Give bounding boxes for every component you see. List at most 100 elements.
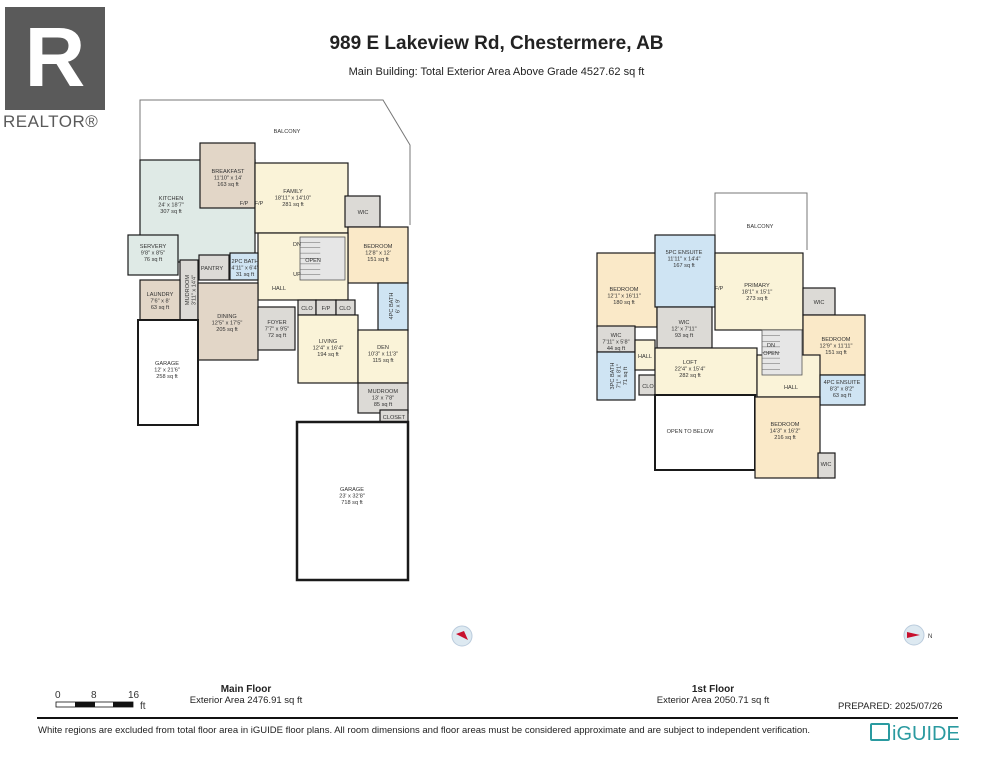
room-area	[344, 195, 381, 228]
upper-floor-label: 1st Floor	[691, 684, 735, 695]
room-area	[596, 351, 636, 401]
room-area	[297, 314, 359, 384]
room-name: WIC	[679, 320, 690, 326]
plan-mark-open: OPEN	[763, 351, 779, 357]
room-area	[596, 252, 658, 328]
room-dims: 11'11" x 14'4"	[668, 257, 701, 263]
compass-upper-icon: N	[903, 624, 932, 646]
room-wic: WIC	[344, 195, 381, 228]
room-name: BREAKFAST	[212, 169, 246, 175]
room-name: 5PC ENSUITE	[666, 250, 703, 256]
room-label: BALCONY	[274, 129, 301, 135]
room-wic: WIC	[817, 452, 836, 479]
room-area	[819, 374, 866, 406]
room-area: 273 sq ft	[746, 296, 768, 302]
room-dims: 12'8" x 12'	[365, 251, 391, 257]
room-hall: HALL	[634, 339, 656, 371]
room-dims: 7'1" x 8'1"	[617, 364, 623, 388]
room-name: MUDROOM	[368, 389, 398, 395]
room-name: HALL	[784, 385, 798, 391]
compass-north-label: N	[928, 634, 932, 640]
room-name: PANTRY	[201, 266, 223, 272]
room-area	[654, 234, 716, 308]
room-name: CLO	[642, 384, 654, 390]
room-name: FAMILY	[283, 189, 303, 195]
room-label: 4PC BATH6' x 9'	[389, 293, 402, 320]
room-name: BALCONY	[274, 129, 301, 135]
room-label: CLOSET	[383, 415, 406, 421]
room-f-p: F/P	[315, 299, 337, 316]
room-dims: 12'1" x 16'11"	[607, 294, 640, 300]
room-dims: 22'4" x 15'4"	[675, 367, 706, 373]
plan-mark-open: OPEN	[305, 258, 321, 264]
scale-tick: 0	[55, 690, 61, 701]
room-label: WIC	[821, 462, 832, 468]
room-area: 163 sq ft	[217, 182, 239, 188]
room-area	[802, 287, 836, 316]
room-area	[139, 279, 181, 321]
room-name: LOFT	[683, 360, 698, 366]
room-dims: 13' x 7'8"	[372, 396, 394, 402]
room-area: 115 sq ft	[372, 358, 393, 364]
room-area: 72 sq ft	[268, 333, 287, 339]
room-clo: CLO	[335, 299, 356, 316]
room-name: CLO	[339, 306, 351, 312]
plan-mark-fp: F/P	[240, 201, 249, 207]
realtor-logo-letter: R	[24, 10, 86, 104]
room-name: DEN	[377, 345, 389, 351]
room-name: CLOSET	[383, 415, 406, 421]
room-area: 151 sq ft	[825, 350, 847, 356]
room-clo: CLO	[638, 374, 658, 396]
room-label: WIC	[814, 300, 825, 306]
room-name: KITCHEN	[159, 196, 184, 202]
room-area: 71 sq ft	[623, 366, 629, 385]
room-name: F/P	[322, 306, 331, 312]
plan-mark-up: UP	[293, 272, 301, 278]
room-dims: 4'11" x 6'4"	[231, 266, 258, 272]
room-area: 282 sq ft	[679, 373, 701, 379]
room-area: 258 sq ft	[156, 374, 178, 380]
room-area: 194 sq ft	[317, 352, 339, 358]
room-name: WIC	[821, 462, 832, 468]
room-wic: WIC	[802, 287, 836, 316]
room-area	[377, 282, 409, 331]
room-dims: 18'11" x 14'10"	[275, 196, 312, 202]
room-name: BEDROOM	[771, 422, 800, 428]
room-dims: 12'5" x 17'5"	[212, 321, 243, 327]
room-dims: 3'11" x 14'4"	[192, 275, 198, 305]
room-dims: 12'9" x 11'11"	[820, 344, 853, 350]
room-area: 718 sq ft	[341, 500, 363, 506]
room-dims: 18'1" x 15'1"	[742, 290, 773, 296]
room-pantry: PANTRY	[198, 254, 230, 281]
room-open-to-below: OPEN TO BELOW	[654, 394, 756, 471]
staircase	[761, 329, 803, 376]
room-area: 281 sq ft	[282, 202, 304, 208]
room-name: FOYER	[267, 320, 286, 326]
room-area	[229, 252, 259, 281]
room-label: F/P	[322, 306, 331, 312]
iguide-logo: iGUIDE	[870, 723, 960, 746]
stairs	[299, 236, 803, 376]
room-name: PRIMARY	[744, 283, 770, 289]
room-area: 307 sq ft	[160, 209, 182, 215]
room-3pc-bath: 3PC BATH7'1" x 8'1"71 sq ft	[596, 351, 636, 401]
room-name: HALL	[638, 354, 652, 360]
room-label: WIC	[358, 210, 369, 216]
